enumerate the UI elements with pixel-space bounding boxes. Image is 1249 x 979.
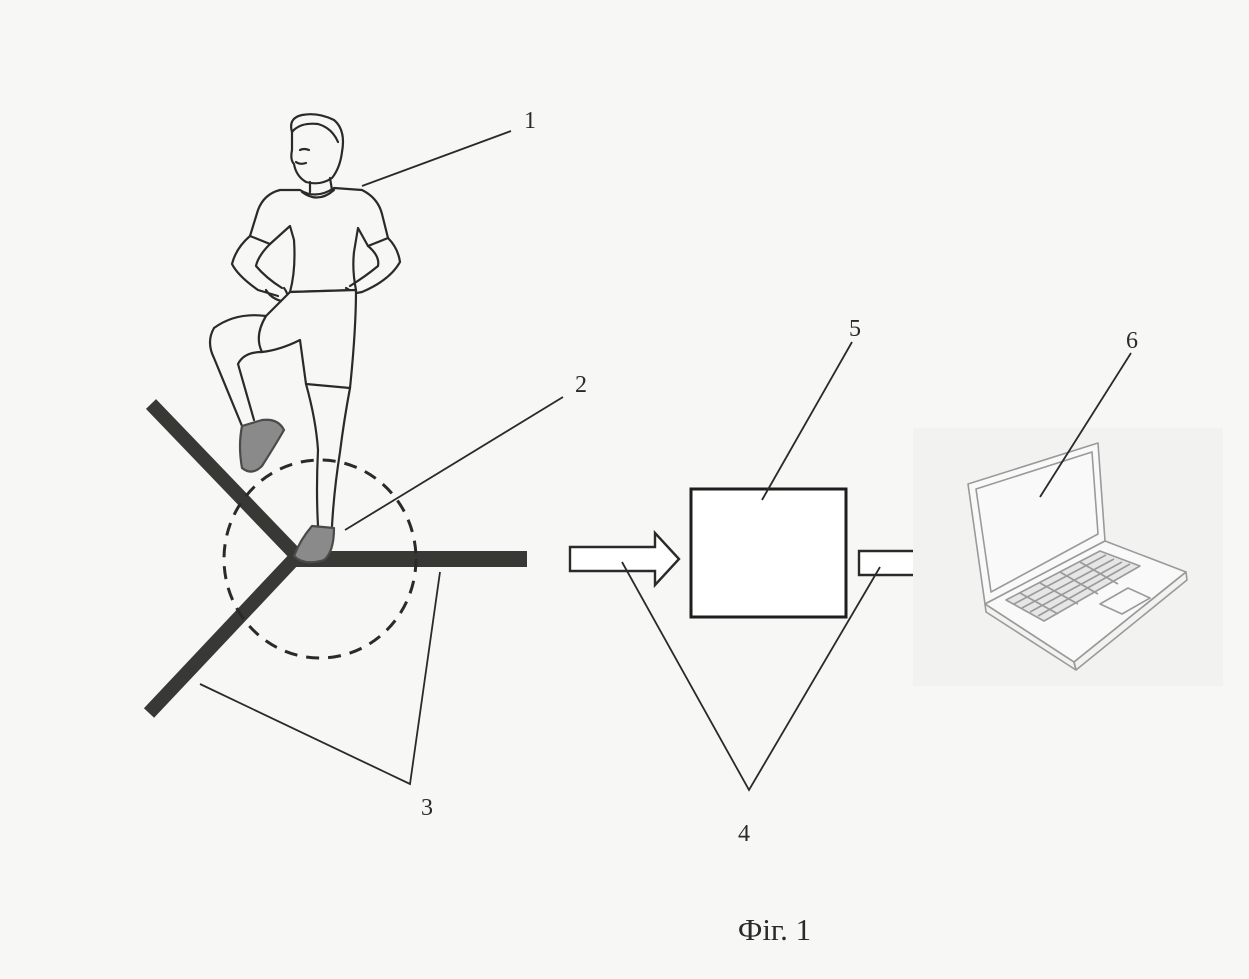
input-arrow [568, 529, 681, 589]
ref-label-5: 5 [849, 316, 861, 342]
right-arm [338, 236, 402, 298]
leader-line-4 [621, 561, 881, 792]
laptop-computer [913, 428, 1223, 686]
ref-label-6: 6 [1126, 328, 1138, 354]
eye [298, 147, 311, 152]
figure-caption: Фіг. 1 [737, 912, 812, 947]
keyboard-rows [1013, 554, 1131, 617]
raised-shoe [238, 418, 286, 473]
leader-line-3 [199, 571, 441, 786]
t-shirt [248, 186, 390, 294]
standing-leg-left-edge [304, 382, 320, 528]
keyboard-columns [1019, 561, 1119, 615]
ref-label-1: 1 [524, 108, 536, 134]
shorts [257, 288, 358, 390]
laptop-base-front [1073, 571, 1188, 671]
left-arm-inner [254, 242, 284, 290]
left-arm [230, 234, 280, 298]
ref-label-2: 2 [575, 372, 587, 398]
leader-lines [199, 130, 1132, 792]
hair-line [290, 122, 340, 144]
dashed-sensor-zone [222, 458, 418, 660]
mouth [294, 160, 308, 165]
platform-beam-lower [143, 551, 303, 718]
raised-leg-front [236, 350, 264, 422]
person-figure [208, 113, 402, 564]
leader-line-1 [361, 130, 512, 187]
neck [308, 176, 334, 194]
platform-beam-upper [145, 399, 303, 561]
raised-leg-back [208, 314, 268, 428]
collar [300, 188, 336, 199]
laptop-screen [975, 451, 1099, 593]
ref-label-4: 4 [738, 821, 750, 847]
right-arm-inner [348, 244, 380, 288]
leader-line-2 [344, 396, 564, 531]
processing-unit-box [689, 487, 848, 619]
laptop-touchpad [1099, 587, 1151, 615]
y-platform [143, 399, 527, 718]
ref-label-3: 3 [421, 795, 433, 821]
leader-line-5 [761, 341, 853, 501]
leader-line-6 [1039, 352, 1132, 498]
standing-shoe [292, 524, 336, 564]
standing-leg-right-edge [330, 386, 352, 528]
